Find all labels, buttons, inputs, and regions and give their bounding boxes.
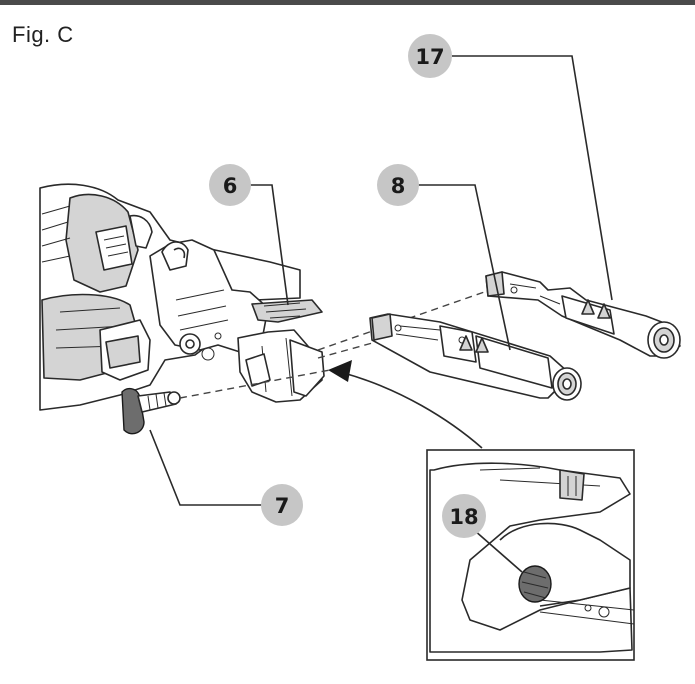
callout-label-17: 17 bbox=[415, 45, 444, 69]
tool-body bbox=[39, 183, 325, 411]
callout-label-7: 7 bbox=[275, 494, 290, 518]
callout-6: 6 bbox=[209, 164, 251, 206]
leader-6 bbox=[248, 184, 289, 306]
tension-knob bbox=[121, 387, 181, 435]
leader-18 bbox=[473, 529, 523, 573]
callout-label-8: 8 bbox=[391, 174, 406, 198]
leader-17 bbox=[452, 55, 613, 301]
top-rule bbox=[0, 0, 695, 5]
callout-8: 8 bbox=[377, 164, 419, 206]
figure-title: Fig. C bbox=[12, 22, 74, 47]
alignment-lines bbox=[179, 289, 491, 399]
leader-8 bbox=[418, 184, 511, 351]
sanding-arm-17 bbox=[485, 271, 681, 359]
sanding-arm-8 bbox=[369, 313, 582, 401]
callout-18: 18 bbox=[442, 494, 486, 538]
callout-label-6: 6 bbox=[223, 174, 238, 198]
detail-inset bbox=[426, 449, 635, 661]
callout-label-18: 18 bbox=[449, 505, 478, 529]
leader-lines bbox=[149, 55, 613, 573]
detail-arrow bbox=[328, 360, 483, 449]
callout-7: 7 bbox=[261, 484, 303, 526]
callout-17: 17 bbox=[408, 34, 452, 78]
leader-7 bbox=[149, 429, 262, 506]
